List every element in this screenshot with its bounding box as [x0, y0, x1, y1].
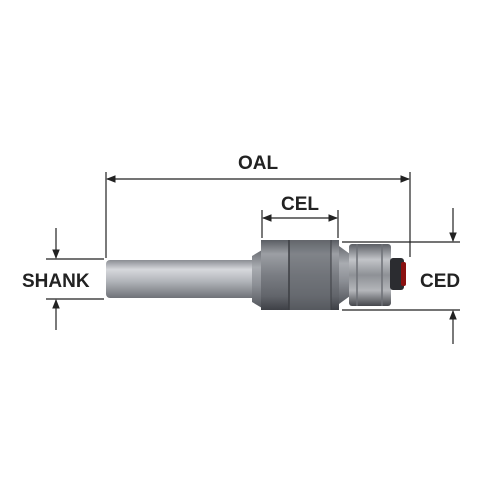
- bearing-screw: [390, 258, 404, 290]
- shank-body: [106, 260, 256, 298]
- ced-label: CED: [420, 271, 460, 292]
- oal-label: OAL: [238, 153, 279, 174]
- bearing-screw-tip: [401, 262, 406, 286]
- collar: [252, 250, 262, 308]
- ced-dimension: CED: [342, 208, 460, 344]
- router-bit: [106, 240, 406, 310]
- cutter-edge: [289, 240, 331, 310]
- cel-dimension: CEL: [261, 194, 339, 238]
- bearing: [349, 244, 391, 306]
- shank-dimension: SHANK: [22, 228, 104, 330]
- shank-label: SHANK: [22, 271, 90, 292]
- cel-label: CEL: [281, 194, 319, 215]
- cutter-taper: [339, 246, 350, 304]
- oal-dimension: OAL: [105, 153, 411, 258]
